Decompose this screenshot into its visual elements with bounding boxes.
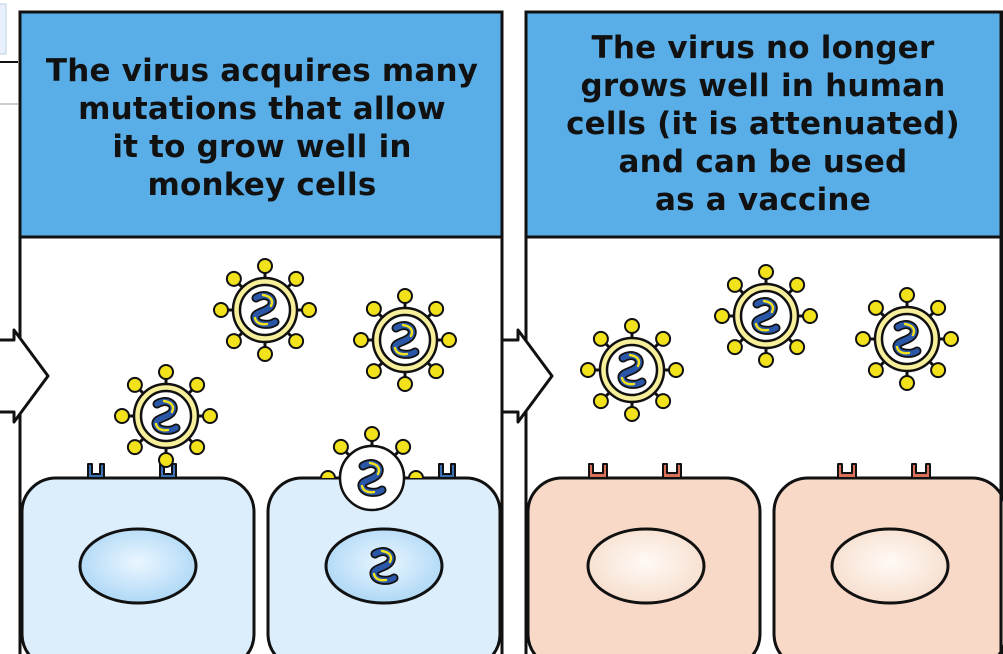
nucleus xyxy=(80,529,196,603)
monkey-cell xyxy=(22,478,254,654)
caption-monkey-adaptation: The virus acquires many mutations that a… xyxy=(24,14,500,236)
virus-particle-icon xyxy=(354,289,456,391)
virus-particle-icon xyxy=(214,259,316,361)
virus-particle-icon xyxy=(115,365,217,467)
virus-particle-icon xyxy=(856,288,958,390)
virus-particle-icon xyxy=(581,319,683,421)
human-cell xyxy=(528,478,760,654)
nucleus xyxy=(588,529,704,603)
virus-particle-icon xyxy=(715,265,817,367)
human-cell xyxy=(774,478,1003,654)
caption-human-attenuation: The virus no longer grows well in human … xyxy=(528,14,998,236)
previous-panel-fragment xyxy=(0,4,18,104)
nucleus xyxy=(832,529,948,603)
rna-strand-icon xyxy=(374,551,394,580)
